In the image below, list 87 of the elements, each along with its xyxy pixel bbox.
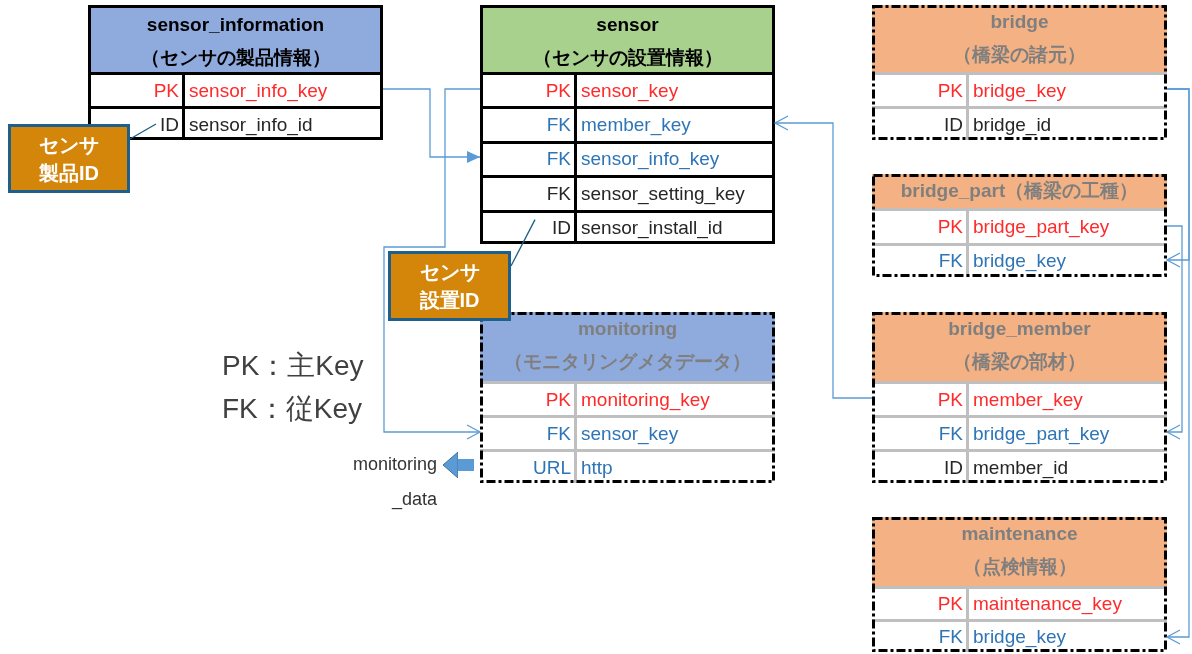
table-row	[91, 72, 380, 106]
table-name: sensor	[595, 13, 660, 37]
column-name: sensor_key	[581, 78, 679, 104]
leader-line	[129, 123, 157, 140]
table-row	[872, 106, 1167, 140]
table-description: （センサの設置情報）	[531, 46, 724, 70]
entity-table	[872, 312, 1167, 483]
table-row	[483, 175, 772, 210]
key-type: ID	[483, 212, 577, 244]
key-type: PK	[91, 75, 185, 106]
table-description: （センサの製品情報）	[139, 46, 332, 70]
key-type: ID	[872, 452, 969, 483]
key-type: PK	[872, 384, 969, 415]
table-row	[483, 209, 772, 244]
table-description: （橋梁の部材）	[952, 350, 1087, 374]
table-name: sensor_information	[145, 13, 326, 37]
table-row	[872, 208, 1167, 243]
entity-table	[872, 174, 1167, 277]
column-name: bridge_key	[973, 625, 1066, 650]
table-row	[872, 381, 1167, 415]
key-type: FK	[872, 245, 969, 277]
key-type: FK	[483, 178, 577, 210]
table-row	[480, 449, 775, 483]
leader-line	[510, 218, 536, 267]
column-name: member_key	[973, 387, 1083, 413]
column-name: sensor_setting_key	[581, 181, 745, 207]
table-description: （モニタリングメタデータ）	[503, 350, 752, 374]
table-name: bridge_member	[947, 317, 1092, 341]
legend-note: FK：従Key	[222, 392, 363, 426]
entity-table	[872, 5, 1167, 140]
data-label: monitoring _data	[320, 447, 437, 517]
key-type: ID	[872, 109, 969, 140]
legend-note: PK：主Key	[222, 349, 364, 383]
entity-table	[872, 517, 1167, 652]
table-row	[872, 449, 1167, 483]
entity-table	[480, 312, 775, 483]
column-name: sensor_info_key	[581, 147, 720, 172]
relation-arrow	[774, 115, 873, 399]
key-type: PK	[872, 75, 969, 106]
column-name: monitoring_key	[581, 387, 710, 413]
column-name: bridge_key	[973, 249, 1066, 274]
table-row	[872, 586, 1167, 619]
table-row	[483, 72, 772, 107]
column-name: sensor_key	[581, 421, 679, 447]
key-type: PK	[480, 384, 577, 415]
relation-arrow	[1166, 225, 1183, 440]
key-type: FK	[872, 622, 969, 652]
table-row	[872, 619, 1167, 652]
key-type: FK	[480, 418, 577, 449]
table-description: （橋梁の諸元）	[952, 43, 1087, 67]
column-name: http	[581, 455, 613, 480]
table-row	[872, 72, 1167, 106]
table-row	[480, 415, 775, 449]
table-name: monitoring	[576, 317, 679, 341]
callout-box: センサ製品ID	[8, 124, 130, 193]
table-name: bridge	[989, 10, 1050, 34]
column-name: bridge_id	[973, 112, 1052, 138]
key-type: URL	[480, 452, 577, 483]
table-row	[480, 381, 775, 415]
entity-table	[480, 5, 775, 244]
column-name: bridge_part_key	[973, 214, 1110, 240]
key-type: PK	[483, 75, 577, 107]
column-name: sensor_info_id	[189, 112, 313, 138]
table-row	[483, 140, 772, 176]
column-name: bridge_key	[973, 78, 1066, 104]
column-name: member_id	[973, 455, 1069, 481]
relation-arrow	[383, 88, 481, 440]
column-name: sensor_info_key	[189, 78, 328, 104]
relation-arrow	[382, 88, 481, 163]
column-name: member_key	[581, 113, 691, 138]
column-name: sensor_install_id	[581, 216, 723, 241]
key-type: FK	[872, 418, 969, 449]
table-row	[872, 415, 1167, 449]
block-arrow	[442, 451, 474, 479]
table-row	[483, 106, 772, 141]
callout-box: センサ設置ID	[388, 251, 511, 321]
key-type: PK	[872, 211, 969, 243]
table-row	[872, 242, 1167, 277]
key-type: PK	[872, 589, 969, 619]
column-name: maintenance_key	[973, 592, 1122, 617]
column-name: bridge_part_key	[973, 421, 1110, 447]
table-name: maintenance	[960, 522, 1079, 546]
relation-arrow	[1166, 88, 1190, 645]
table-description: （点検情報）	[961, 555, 1078, 579]
key-type: FK	[483, 109, 577, 141]
key-type: FK	[483, 143, 577, 176]
table-name: bridge_part（橋梁の工種）	[899, 179, 1140, 203]
